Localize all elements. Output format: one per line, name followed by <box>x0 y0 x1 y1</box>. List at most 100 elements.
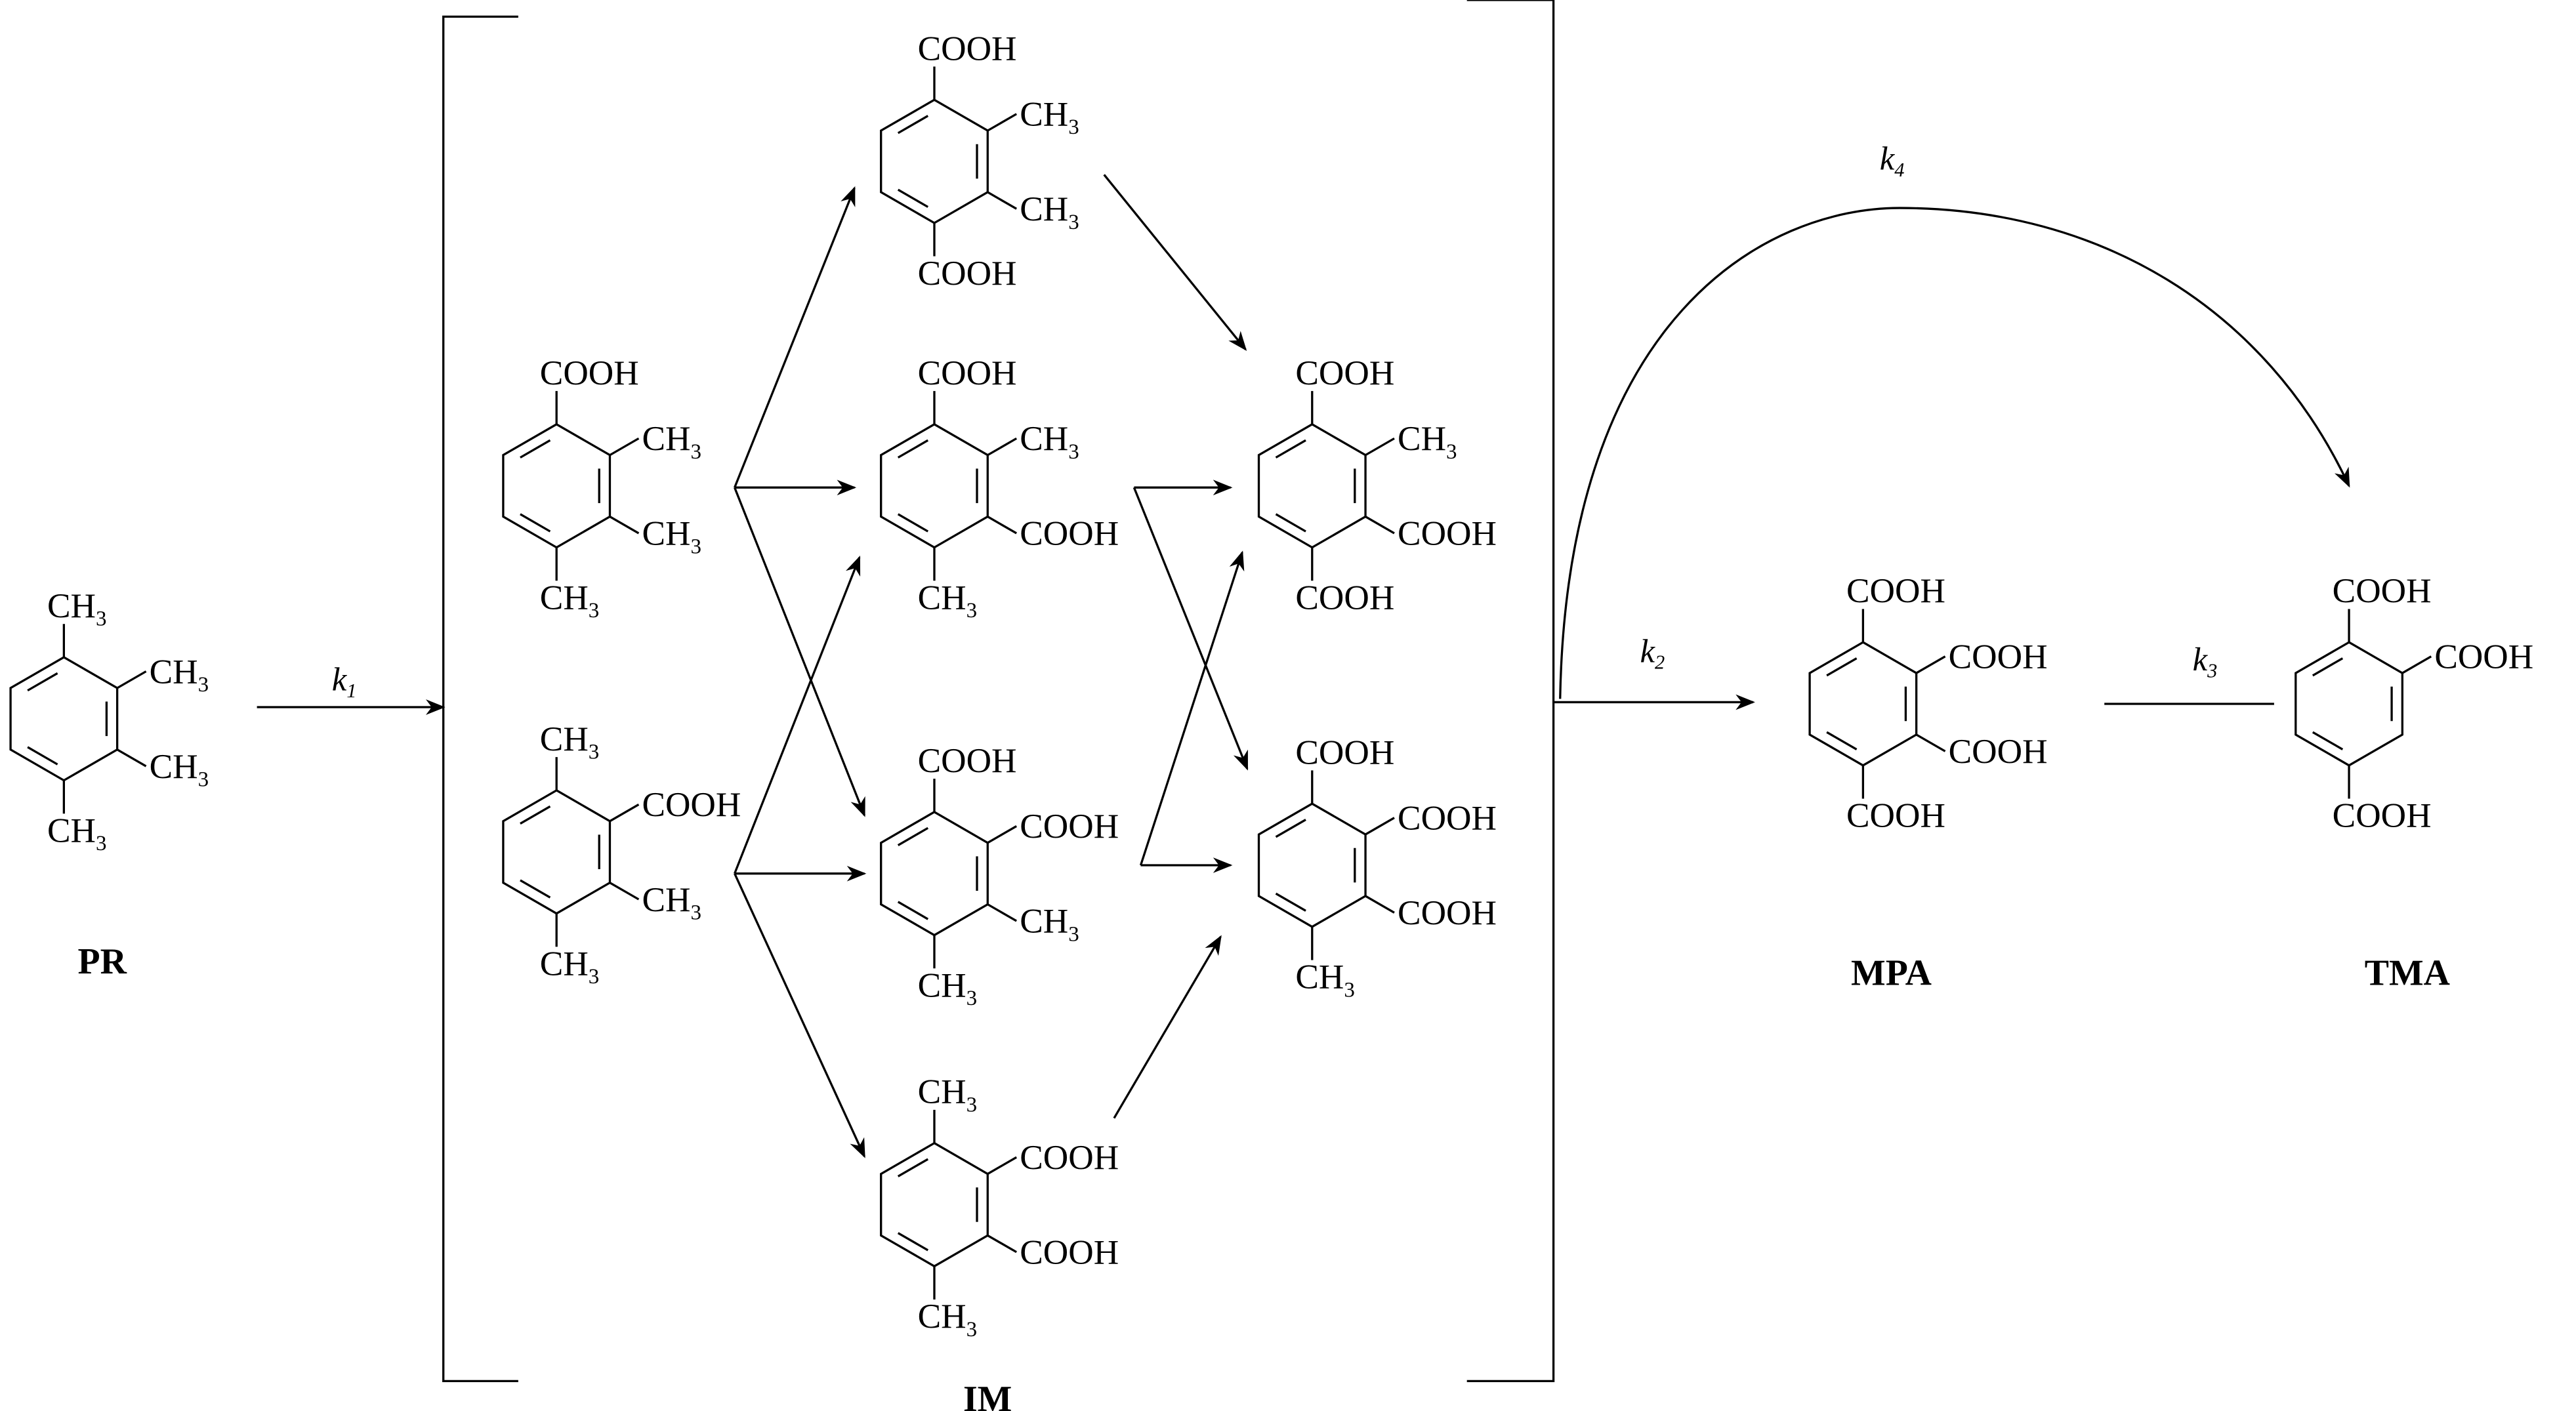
double-bond <box>897 513 929 533</box>
carboxyl-label: COOH <box>540 354 639 392</box>
label-mpa: MPA <box>1851 953 1932 994</box>
benzene-ring <box>1808 641 1918 767</box>
arrow <box>734 186 856 488</box>
rate-constant-k4: k4 <box>1880 140 1905 181</box>
methyl-label: CH3 <box>642 419 701 464</box>
bond <box>1915 733 1946 752</box>
carboxyl-label: COOH <box>1020 1138 1119 1177</box>
arrows <box>257 0 2350 1382</box>
benzene-ring <box>1257 802 1367 928</box>
carboxyl-label: COOH <box>1295 578 1394 617</box>
benzene-ring <box>880 98 989 224</box>
arrow <box>734 873 865 1158</box>
methyl-label: CH3 <box>540 944 599 989</box>
bond <box>116 748 147 767</box>
methyl-label: CH3 <box>918 966 977 1010</box>
benzene-ring <box>502 788 612 915</box>
double-bond <box>1826 731 1858 750</box>
rate-constant-k2: k2 <box>1640 633 1665 674</box>
methyl-label: CH3 <box>642 880 701 925</box>
double-bond <box>2312 657 2344 677</box>
carboxyl-label: COOH <box>918 354 1017 392</box>
double-bond <box>520 513 551 533</box>
bond <box>1365 516 1395 535</box>
bracket-right <box>1466 0 1555 1382</box>
methyl-label: CH3 <box>47 811 106 855</box>
label-pr: PR <box>78 941 127 982</box>
label-tma: TMA <box>2365 953 2450 994</box>
benzene-ring <box>1257 422 1367 549</box>
bond <box>1365 817 1395 836</box>
methyl-label: CH3 <box>47 586 106 631</box>
double-bond <box>27 746 58 766</box>
bond <box>609 882 640 901</box>
double-bond <box>897 188 929 208</box>
carboxyl-label: COOH <box>2434 637 2533 676</box>
carboxyl-label: COOH <box>1020 514 1119 553</box>
k1-sub: 1 <box>346 680 356 702</box>
double-bond <box>2312 731 2344 750</box>
methyl-label: CH3 <box>1020 419 1079 464</box>
rate-constant-k1: k1 <box>332 661 357 702</box>
methyl-label: CH3 <box>150 747 209 792</box>
carboxyl-label: COOH <box>1295 733 1394 771</box>
methyl-label: CH3 <box>918 578 977 623</box>
double-bond <box>1275 439 1306 459</box>
arrow-k4 <box>1559 207 2350 699</box>
carboxyl-label: COOH <box>1846 796 1945 835</box>
benzene-ring <box>880 810 989 937</box>
carboxyl-label: COOH <box>918 254 1017 293</box>
carboxyl-label: COOH <box>1020 807 1119 846</box>
bond <box>987 1156 1018 1175</box>
methyl-label: CH3 <box>1398 419 1457 464</box>
double-bond <box>520 805 551 825</box>
carboxyl-label: COOH <box>1398 514 1497 553</box>
label-im: IM <box>963 1379 1012 1411</box>
benzene-ring <box>880 422 989 549</box>
double-bond <box>897 1158 929 1177</box>
bond <box>1365 895 1395 914</box>
carboxyl-label: COOH <box>1949 637 2048 676</box>
bond <box>987 825 1018 844</box>
carboxyl-label: COOH <box>1295 354 1394 392</box>
carboxyl-label: COOH <box>1398 798 1497 837</box>
bond <box>987 1234 1018 1254</box>
benzene-ring <box>502 422 612 549</box>
carboxyl-label: COOH <box>2333 796 2432 835</box>
methyl-label: CH3 <box>150 652 209 697</box>
benzene-ring <box>880 1141 989 1268</box>
bond <box>987 516 1018 535</box>
double-bond <box>897 439 929 459</box>
double-bond <box>1275 819 1306 838</box>
double-bond <box>897 115 929 134</box>
bond <box>987 437 1018 457</box>
carboxyl-label: COOH <box>1846 571 1945 610</box>
double-bond <box>1826 657 1858 677</box>
methyl-label: CH3 <box>918 1073 977 1117</box>
methyl-label: CH3 <box>642 514 701 559</box>
methyl-label: CH3 <box>918 1297 977 1341</box>
bond <box>1915 655 1946 674</box>
double-bond <box>897 901 929 920</box>
bond <box>987 903 1018 922</box>
methyl-label: CH3 <box>1020 190 1079 234</box>
arrow <box>734 555 861 874</box>
carboxyl-label: COOH <box>918 741 1017 780</box>
k1-letter: k <box>332 661 348 698</box>
methyl-label: CH3 <box>1020 95 1079 140</box>
methyl-label: CH3 <box>1020 902 1079 947</box>
methyl-label: CH3 <box>1295 958 1354 1002</box>
benzene-ring <box>9 656 119 782</box>
bond <box>609 437 640 457</box>
molecules: CH3CH3CH3CH3COOHCH3CH3CH3CH3COOHCH3CH3CO… <box>9 29 2533 1341</box>
rate-constant-k3: k3 <box>2193 641 2218 682</box>
double-bond <box>1275 513 1306 533</box>
benzene-ring <box>2295 641 2403 767</box>
